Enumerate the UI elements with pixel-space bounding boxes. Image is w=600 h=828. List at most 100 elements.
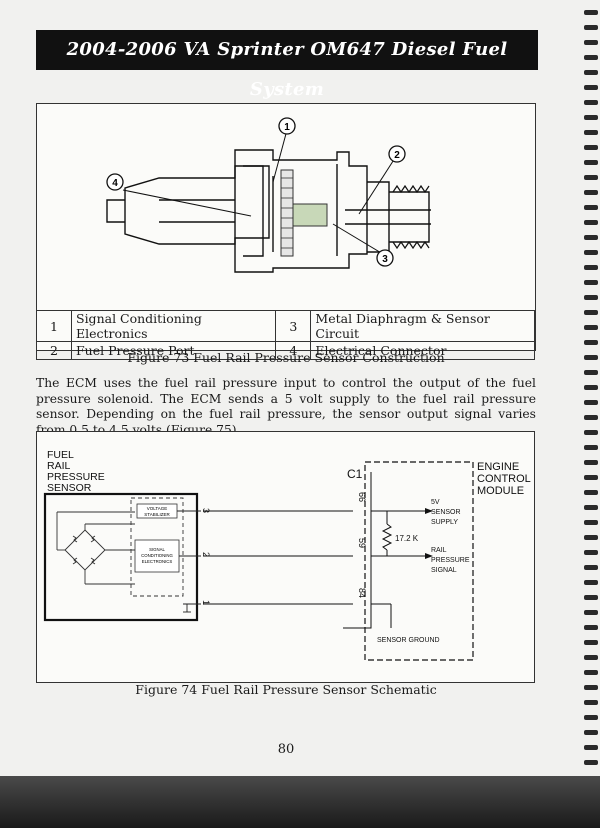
- ecm-pin-number: 59: [357, 538, 367, 548]
- binding-coil: [584, 85, 598, 90]
- page-number: 80: [277, 742, 295, 757]
- resistor-value: 17.2 K: [395, 534, 419, 543]
- callout-2-marker: 2: [388, 145, 406, 163]
- ecm-pin-number: 84: [357, 588, 367, 598]
- binding-coil: [584, 355, 598, 360]
- sensor-schematic-figure: FUEL RAIL PRESSURE SENSOR VOLTAGE STABIL…: [36, 431, 535, 683]
- supply-label-line: SUPPLY: [431, 519, 458, 526]
- ecm-label-line: CONTROL: [477, 473, 531, 485]
- binding-coil: [584, 595, 598, 600]
- binding-coil: [584, 370, 598, 375]
- connector-label: C1: [347, 467, 363, 481]
- ecm-label-line: MODULE: [477, 485, 524, 497]
- binding-coil: [584, 445, 598, 450]
- voltage-stabilizer-label: VOLTAGE: [147, 506, 168, 511]
- binding-coil: [584, 400, 598, 405]
- callout-3-marker: 3: [376, 249, 394, 267]
- legend-number: 4: [275, 341, 312, 360]
- component-legend-table: 1 Signal Conditioning Electronics 3 Meta…: [36, 310, 535, 360]
- signal-conditioning-label: ELECTRONICS: [142, 559, 173, 564]
- binding-coil: [584, 745, 598, 750]
- binding-coil: [584, 670, 598, 675]
- legend-description: Fuel Pressure Port: [70, 341, 277, 360]
- legend-row: 2 Fuel Pressure Port 4 Electrical Connec…: [36, 341, 535, 360]
- binding-coil: [584, 175, 598, 180]
- binding-coil: [584, 760, 598, 765]
- ecm-label-line: ENGINE: [477, 461, 519, 473]
- sensor-pin-number: 2: [201, 552, 211, 557]
- spiral-binding: [584, 10, 598, 765]
- legend-number: 3: [275, 310, 312, 342]
- binding-coil: [584, 145, 598, 150]
- page-title: 2004-2006 VA Sprinter OM647 Diesel Fuel …: [36, 30, 538, 100]
- binding-coil: [584, 100, 598, 105]
- binding-coil: [584, 580, 598, 585]
- binding-coil: [584, 730, 598, 735]
- callout-2-number: 2: [394, 150, 400, 161]
- voltage-stabilizer-label: STABILIZER: [144, 512, 170, 517]
- binding-coil: [584, 715, 598, 720]
- figure-74-caption: Figure 74 Fuel Rail Pressure Sensor Sche…: [135, 682, 437, 697]
- binding-coil: [584, 700, 598, 705]
- binding-coil: [584, 385, 598, 390]
- binding-coil: [584, 415, 598, 420]
- binding-coil: [584, 70, 598, 75]
- binding-coil: [584, 535, 598, 540]
- binding-coil: [584, 325, 598, 330]
- binding-coil: [584, 565, 598, 570]
- binding-coil: [584, 655, 598, 660]
- harness-wires: [203, 510, 353, 605]
- binding-coil: [584, 10, 598, 15]
- callout-1-marker: 1: [278, 117, 296, 135]
- binding-coil: [584, 40, 598, 45]
- sensor-label-line: RAIL: [47, 460, 71, 472]
- binding-coil: [584, 460, 598, 465]
- binding-coil: [584, 295, 598, 300]
- binding-coil: [584, 490, 598, 495]
- sensor-label-line: PRESSURE: [47, 471, 105, 483]
- sensor-pin-number: 1: [201, 600, 211, 605]
- binding-coil: [584, 475, 598, 480]
- signal-label-line: RAIL: [431, 547, 447, 554]
- callout-1-number: 1: [284, 122, 290, 133]
- binding-coil: [584, 310, 598, 315]
- binding-coil: [584, 610, 598, 615]
- scan-shadow-band: [0, 776, 600, 828]
- legend-description: Signal Conditioning Electronics: [70, 310, 277, 342]
- sensor-ground-label: SENSOR GROUND: [377, 637, 440, 644]
- sensor-box: [43, 492, 199, 622]
- supply-label-line: 5V: [431, 499, 440, 506]
- legend-number: 1: [36, 310, 72, 342]
- signal-conditioning-label: CONDITIONING: [141, 553, 173, 558]
- signal-arrow-icon: [425, 553, 433, 559]
- binding-coil: [584, 115, 598, 120]
- sensor-construction-figure: 1 2 3 4: [36, 103, 536, 351]
- binding-coil: [584, 25, 598, 30]
- binding-coil: [584, 340, 598, 345]
- supply-arrow-icon: [425, 508, 433, 514]
- binding-coil: [584, 55, 598, 60]
- binding-coil: [584, 685, 598, 690]
- body-paragraph: The ECM uses the fuel rail pressure inpu…: [36, 376, 536, 437]
- binding-coil: [584, 520, 598, 525]
- legend-row: 1 Signal Conditioning Electronics 3 Meta…: [36, 310, 535, 342]
- binding-coil: [584, 625, 598, 630]
- binding-coil: [584, 265, 598, 270]
- figure-73-caption: Figure 73 Fuel Rail Pressure Sensor Cons…: [127, 350, 445, 365]
- schematic-drawing: FUEL RAIL PRESSURE SENSOR VOLTAGE STABIL…: [43, 449, 531, 661]
- signal-conditioning-label: SIGNAL: [149, 547, 165, 552]
- binding-coil: [584, 280, 598, 285]
- callout-3-number: 3: [382, 254, 388, 265]
- sensor-label-line: SENSOR: [47, 482, 92, 494]
- binding-coil: [584, 250, 598, 255]
- legend-description: Metal Diaphragm & Sensor Circuit: [310, 310, 535, 342]
- pullup-resistor: [381, 523, 393, 551]
- legend-description: Electrical Connector: [310, 341, 535, 360]
- sensor-label-line: FUEL: [47, 449, 74, 461]
- supply-label-line: SENSOR: [431, 509, 461, 516]
- signal-label-line: SIGNAL: [431, 567, 457, 574]
- binding-coil: [584, 235, 598, 240]
- binding-coil: [584, 190, 598, 195]
- ecm-pin-number: 66: [357, 492, 367, 502]
- binding-coil: [584, 505, 598, 510]
